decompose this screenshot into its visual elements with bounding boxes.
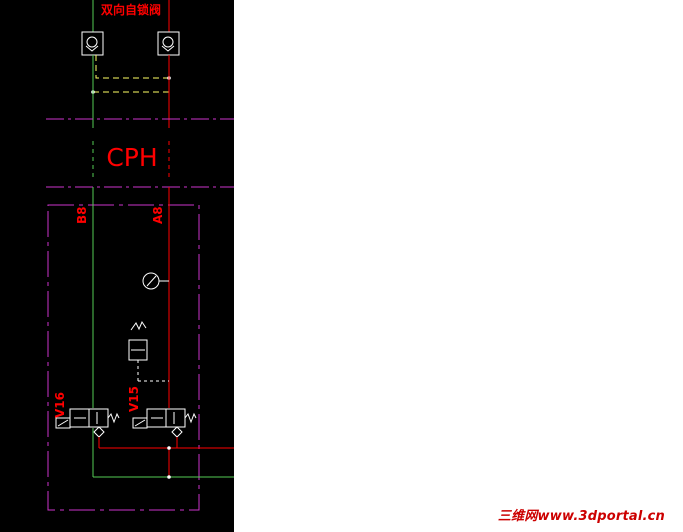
cad-drawing-area: 双向自锁阀 CPH [0, 0, 234, 532]
check-valve-right [157, 31, 180, 56]
pressure-switch [128, 320, 169, 382]
watermark-text: 三维网www.3dportal.cn [497, 509, 665, 524]
pressure-gauge [142, 272, 169, 290]
port-label-b8: B8 [75, 207, 89, 225]
pilot-lines [93, 55, 170, 93]
port-label-a8: A8 [151, 206, 165, 224]
valve-title: 双向自锁阀 [101, 2, 161, 17]
solenoid-valve-v15 [132, 408, 197, 438]
valve-module-outline [47, 204, 200, 511]
solenoid-valve-v16 [55, 408, 120, 438]
hydraulic-schematic: 双向自锁阀 CPH [46, 0, 234, 511]
cph-label: CPH [106, 143, 157, 172]
valve-label-v16: V16 [53, 392, 67, 418]
junction-dot [167, 446, 171, 450]
check-valve-left [81, 31, 104, 56]
valve-label-v15: V15 [127, 386, 141, 412]
junction-dot [167, 475, 171, 479]
